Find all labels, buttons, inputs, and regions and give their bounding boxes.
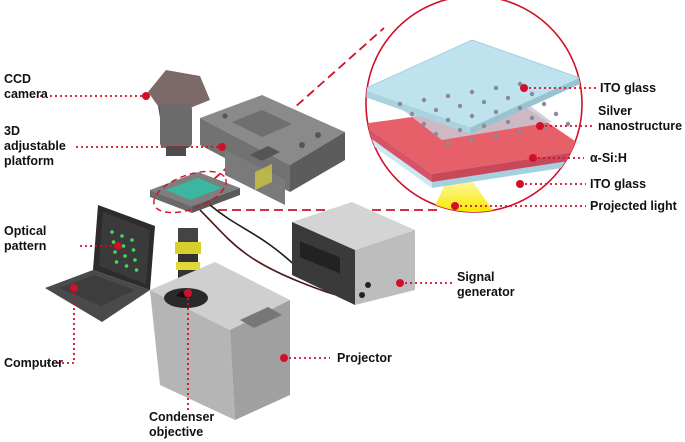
nanostructure-dot — [493, 109, 499, 115]
pattern-dot — [111, 240, 116, 244]
nanostructure-dot — [505, 95, 511, 101]
pattern-dot — [124, 264, 129, 268]
label-signal-generator-line2: generator — [457, 285, 515, 299]
zoom-line-upper — [212, 27, 385, 181]
label-condenser-objective-line1: Condenser — [149, 410, 215, 424]
label-optical-pattern-line1: Optical — [4, 224, 47, 238]
label-platform-line1: 3D — [4, 124, 20, 138]
nanostructure-dot — [433, 107, 439, 113]
optical-pattern-dots — [110, 230, 139, 272]
computer — [45, 205, 155, 322]
label-ito-glass-bottom: ITO glass — [590, 177, 647, 191]
nanostructure-dot — [481, 123, 487, 129]
nanostructure-dot — [457, 127, 463, 133]
nanostructure-dot — [529, 115, 535, 121]
nanostructure-dot — [517, 129, 523, 135]
projector — [150, 262, 290, 420]
nanostructure-dot — [421, 97, 427, 103]
nanostructure-dot — [517, 105, 523, 111]
nanostructure-dot — [505, 119, 511, 125]
nanostructure-dot — [397, 101, 403, 107]
label-condenser-objective: Condenser objective — [149, 410, 214, 440]
leader-lines — [40, 87, 596, 410]
pattern-dot — [123, 254, 127, 258]
nanostructure-dot — [421, 121, 427, 127]
label-silver-nanostructure-line2: nanostructure — [598, 119, 683, 133]
pattern-dot — [113, 250, 117, 254]
nanostructure-dot — [469, 113, 475, 119]
pattern-dot — [133, 258, 137, 262]
pattern-dot — [134, 268, 139, 272]
label-ito-glass-top: ITO glass — [600, 81, 657, 95]
sample-highlight-ellipse — [153, 170, 227, 214]
pattern-dot — [114, 260, 119, 264]
nanostructure-dot — [517, 81, 523, 87]
nanostructure-dot — [457, 103, 463, 109]
nanostructure-dot — [445, 93, 451, 99]
sample-chip — [166, 178, 222, 200]
nanostructure-dot — [553, 111, 559, 117]
signal-generator — [292, 202, 415, 305]
adjustable-platform — [150, 95, 345, 213]
label-signal-generator-line1: Signal — [457, 270, 495, 284]
nanostructure-dot — [541, 101, 547, 107]
label-projector: Projector — [337, 351, 392, 365]
pattern-dot — [110, 230, 114, 234]
nanostructure-dot — [433, 131, 439, 137]
pattern-dot — [120, 234, 124, 238]
nanostructure-dot — [493, 133, 499, 139]
nanostructure-dot — [445, 141, 451, 147]
projected-light-beam — [432, 178, 494, 212]
nanostructure-dot — [409, 111, 415, 117]
label-a-si-h: α-Si:H — [590, 151, 627, 165]
zoom-inset — [365, 0, 583, 213]
label-platform: 3D adjustable platform — [4, 124, 66, 169]
label-optical-pattern-line2: pattern — [4, 239, 47, 253]
nanostructure-dot — [529, 91, 535, 97]
label-projected-light: Projected light — [590, 199, 677, 213]
label-condenser-objective-line2: objective — [149, 425, 204, 439]
label-platform-line3: platform — [4, 154, 54, 168]
label-platform-line2: adjustable — [4, 139, 66, 153]
nanostructure-dot — [481, 99, 487, 105]
nanostructure-dot — [445, 117, 451, 123]
label-computer: Computer — [4, 356, 64, 370]
ccd-camera — [148, 70, 210, 156]
label-ccd-camera-line1: CCD — [4, 72, 32, 86]
label-silver-nanostructure-line1: Silver — [598, 104, 633, 118]
label-signal-generator: Signal generator — [457, 270, 515, 300]
pattern-dot — [131, 248, 136, 252]
label-ccd-camera-line2: camera — [4, 87, 48, 101]
label-silver-nanostructure: Silver nanostructure — [598, 104, 682, 134]
silver-nanostructure-dots — [397, 81, 571, 147]
leader-computer — [44, 288, 75, 364]
pattern-dot — [130, 238, 134, 242]
pattern-dot — [121, 244, 126, 248]
nanostructure-dot — [469, 89, 475, 95]
leader-dots — [70, 84, 544, 362]
label-optical-pattern: Optical pattern — [4, 224, 46, 254]
label-ccd-camera: CCD camera — [4, 72, 48, 102]
nanostructure-dot — [493, 85, 499, 91]
nanostructure-dot — [469, 137, 475, 143]
